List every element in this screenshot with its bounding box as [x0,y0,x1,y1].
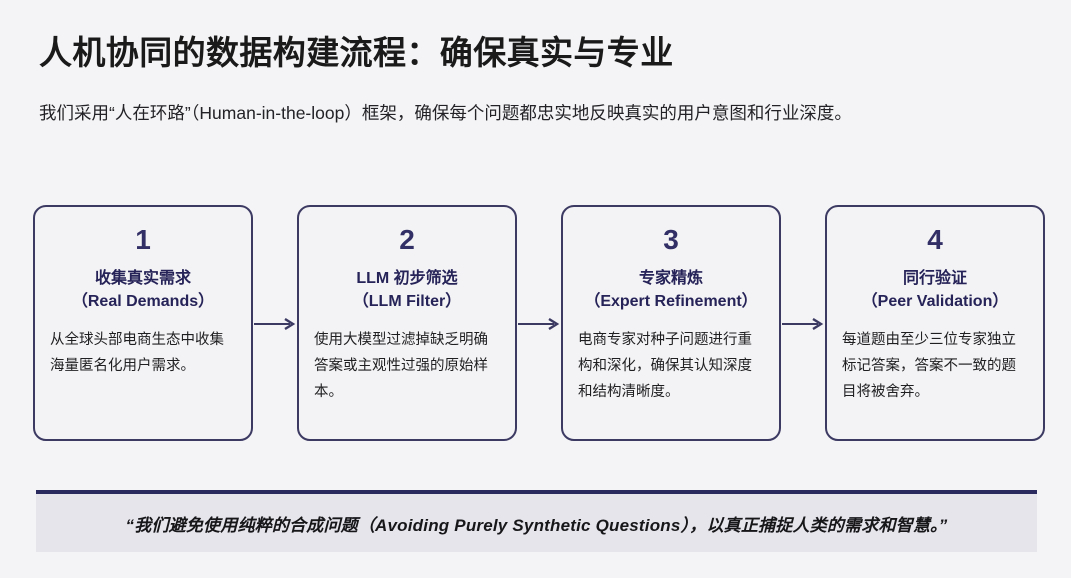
step-title-zh: 专家精炼 [638,270,703,287]
step-title-en: （Expert Refinement） [584,293,758,310]
arrow-right-icon [518,318,562,330]
step-title-en: （LLM Filter） [352,293,462,310]
step-title: 专家精炼 （Expert Refinement） [578,267,764,313]
step-number: 3 [663,224,679,255]
step-description: 每道题由至少三位专家独立标记答案，答案不一致的题目将被舍弃。 [842,332,1016,400]
step-description: 使用大模型过滤掉缺乏明确答案或主观性过强的原始样本。 [314,332,488,400]
step-number: 1 [135,224,151,255]
step-title: 收集真实需求 （Real Demands） [50,267,236,313]
process-flow: 1 收集真实需求 （Real Demands） 从全球头部电商生态中收集海量匿名… [0,205,1071,441]
footer-quote-band: “我们避免使用纯粹的合成问题（Avoiding Purely Synthetic… [36,490,1037,552]
step-title-zh: LLM 初步筛选 [356,270,458,287]
step-title: LLM 初步筛选 （LLM Filter） [314,267,500,313]
step-description: 从全球头部电商生态中收集海量匿名化用户需求。 [50,332,224,374]
step-title-en: （Peer Validation） [861,293,1009,310]
step-number: 2 [399,224,415,255]
footer-quote-text: “我们避免使用纯粹的合成问题（Avoiding Purely Synthetic… [125,516,948,535]
flow-step-card-4[interactable]: 4 同行验证 （Peer Validation） 每道题由至少三位专家独立标记答… [825,205,1045,441]
arrow-right-icon [782,318,826,330]
step-title-zh: 收集真实需求 [94,270,191,287]
step-title-en: （Real Demands） [71,293,215,310]
flow-step-card-3[interactable]: 3 专家精炼 （Expert Refinement） 电商专家对种子问题进行重构… [561,205,781,441]
page-subtitle: 我们采用“人在环路”（Human-in-the-loop）框架，确保每个问题都忠… [39,103,852,123]
step-title-zh: 同行验证 [902,270,967,287]
step-description: 电商专家对种子问题进行重构和深化，确保其认知深度和结构清晰度。 [578,332,752,400]
step-title: 同行验证 （Peer Validation） [842,267,1028,313]
step-number: 4 [927,224,943,255]
arrow-right-icon [254,318,298,330]
flow-step-card-2[interactable]: 2 LLM 初步筛选 （LLM Filter） 使用大模型过滤掉缺乏明确答案或主… [297,205,517,441]
page-title: 人机协同的数据构建流程：确保真实与专业 [39,34,674,71]
flow-step-card-1[interactable]: 1 收集真实需求 （Real Demands） 从全球头部电商生态中收集海量匿名… [33,205,253,441]
